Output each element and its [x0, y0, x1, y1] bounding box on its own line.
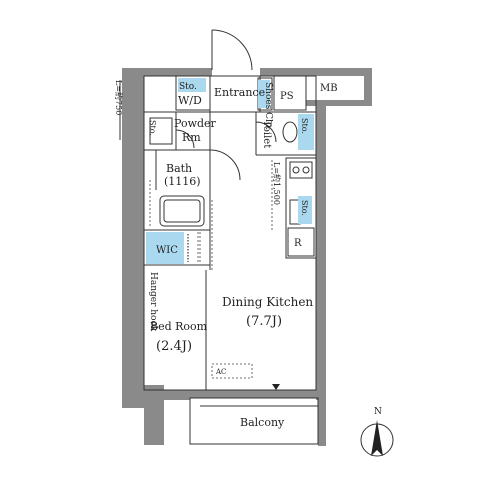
- label-bed-size: (2.4J): [156, 339, 192, 354]
- label-shoes-closet: Shoes Clo.: [263, 82, 273, 130]
- label-ac: AC: [215, 368, 226, 376]
- label-toilet: Toilet: [261, 120, 272, 148]
- dim-kitchen-ceiling: L=約1,500: [272, 162, 282, 205]
- label-dining-kitchen: Dining Kitchen: [222, 295, 313, 309]
- label-bath: Bath: [166, 162, 192, 175]
- label-entrance: Entrance: [214, 86, 265, 99]
- room-labels: Sto. W/D Entrance Shoes Clo. PS MB Powde…: [114, 80, 338, 429]
- label-bath-size: (1116): [164, 175, 201, 188]
- label-wd: W/D: [178, 94, 202, 107]
- label-mb: MB: [320, 83, 338, 94]
- label-sto-wd: Sto.: [179, 82, 197, 92]
- label-sto-powder: Sto.: [148, 120, 157, 136]
- label-north: N: [374, 407, 382, 417]
- label-dk-size: (7.7J): [246, 314, 282, 329]
- label-balcony: Balcony: [240, 416, 285, 429]
- north-arrow-icon: N: [360, 407, 394, 457]
- label-powder-rm: Rm: [182, 131, 201, 144]
- entry-marker-icon: [272, 384, 280, 390]
- label-hanger-hook: Hanger hook: [148, 272, 158, 332]
- dim-left-ceiling: L=約750: [114, 80, 124, 115]
- label-sto-toilet: Sto.: [300, 118, 309, 134]
- dashed-lines: [149, 160, 273, 379]
- label-ps: PS: [280, 91, 294, 102]
- label-bed-room: Bed Room: [150, 320, 208, 333]
- exterior-walls: [122, 68, 372, 446]
- storage-areas: [146, 78, 314, 264]
- label-fridge: R: [294, 238, 302, 249]
- label-sto-kitchen: Sto.: [300, 200, 309, 216]
- label-wic: WIC: [156, 245, 178, 256]
- label-powder: Powder: [174, 117, 217, 130]
